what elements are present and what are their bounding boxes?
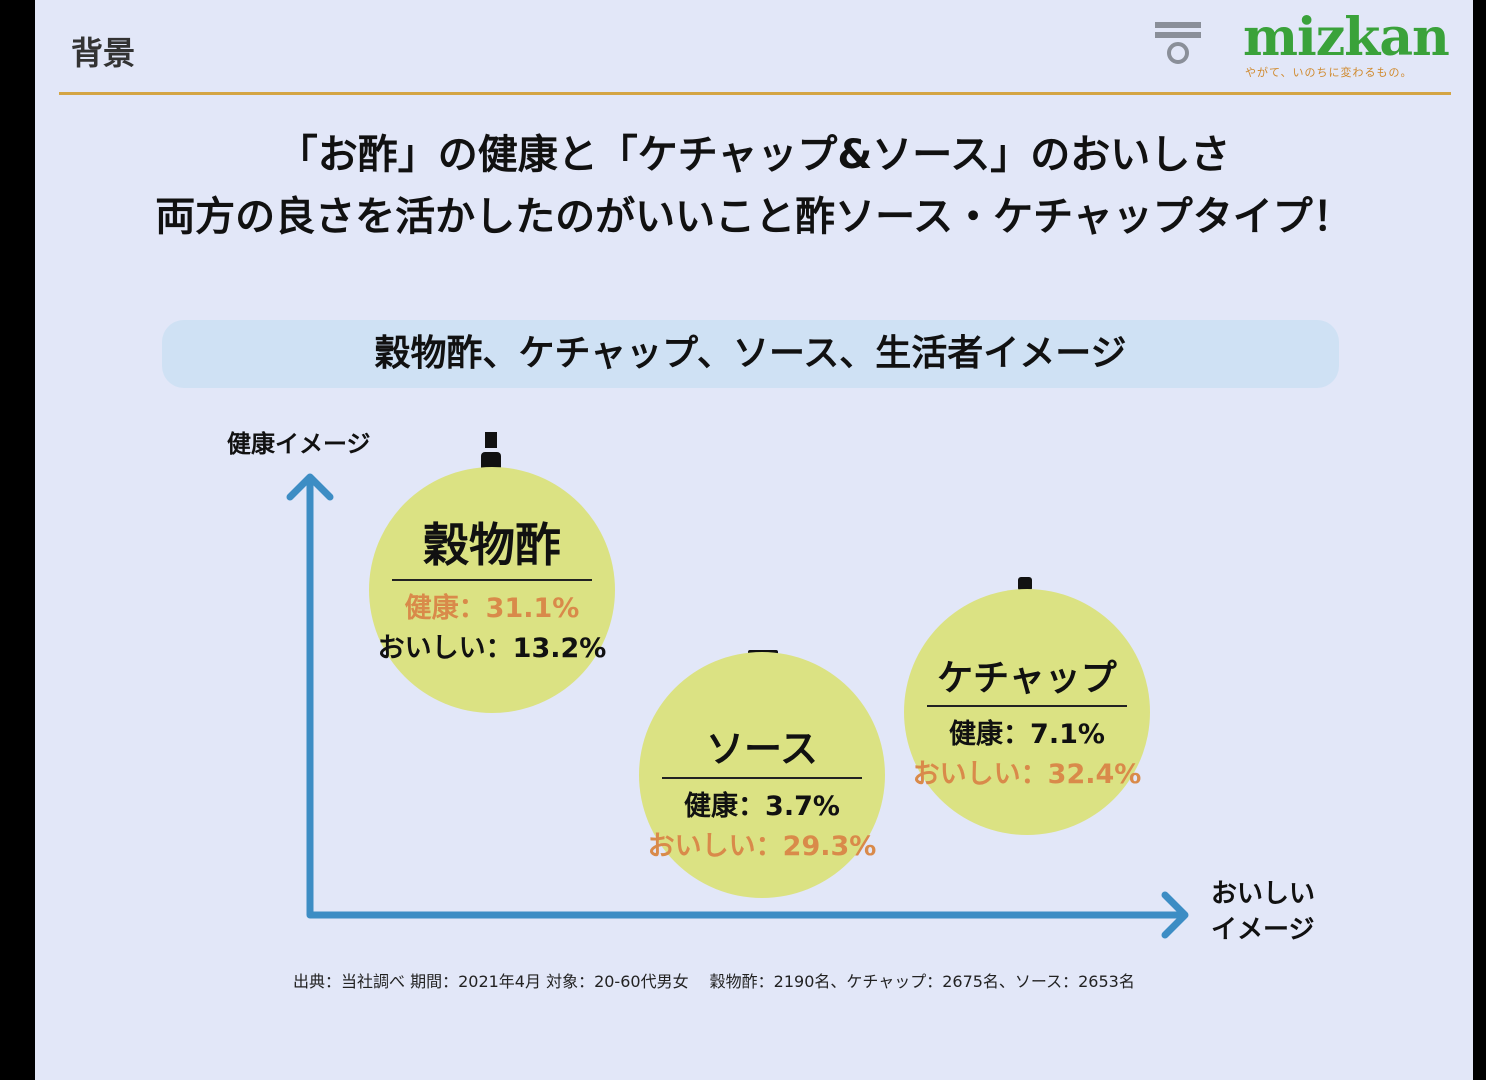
chart-banner: 穀物酢、ケチャップ、ソース、生活者イメージ — [162, 320, 1339, 388]
ketchup-bottle-icon — [1018, 577, 1032, 591]
axes — [286, 432, 1189, 939]
x-arrow-icon — [1161, 891, 1189, 939]
section-title: 背景 — [71, 34, 136, 72]
slide: 背景 mizkan やがて、いのちに変わるもの。 「お酢」の健康と「ケチャップ&… — [35, 0, 1473, 1080]
headline-line2: 両方の良さを活かしたのがいいこと酢ソース・ケチャップタイプ！ — [155, 194, 1353, 240]
logo-tagline: やがて、いのちに変わるもの。 — [1245, 66, 1413, 79]
tasty-value: おいしい：13.2% — [377, 633, 607, 664]
vinegar-bottle-icon — [485, 432, 497, 448]
x-axis-label: おいしいイメージ — [1211, 876, 1315, 948]
item-name: ソース — [705, 727, 819, 771]
bubble-sauce: ソース 健康：3.7% おいしい：29.3% — [639, 652, 885, 898]
headline-line1: 「お酢」の健康と「ケチャップ&ソース」のおいしさ — [277, 132, 1231, 178]
divider — [392, 579, 592, 581]
y-arrow-icon — [286, 473, 334, 501]
y-axis-label: 健康イメージ — [227, 430, 371, 458]
header-divider — [59, 92, 1451, 95]
axis-lines — [306, 476, 1187, 919]
footnote: 出典：当社調べ 期間：2021年4月 対象：20-60代男女 穀物酢：2190名… — [293, 972, 1135, 991]
x-axis-label-1: おいしい — [1211, 879, 1316, 909]
bubble-ketchup: ケチャップ 健康：7.1% おいしい：32.4% — [904, 589, 1150, 835]
health-value: 健康：3.7% — [684, 791, 840, 822]
health-value: 健康：31.1% — [404, 593, 580, 624]
bubble-vinegar: 穀物酢 健康：31.1% おいしい：13.2% — [369, 467, 615, 713]
divider — [927, 705, 1127, 707]
brand-mark-icon — [1155, 22, 1201, 64]
item-name: 穀物酢 — [423, 518, 561, 572]
tasty-value: おいしい：29.3% — [647, 831, 877, 862]
item-name: ケチャップ — [937, 658, 1117, 699]
x-axis-label-2: イメージ — [1211, 915, 1315, 945]
tasty-value: おいしい：32.4% — [912, 759, 1142, 790]
health-value: 健康：7.1% — [949, 719, 1105, 750]
mizkan-logo: mizkan — [1243, 7, 1450, 68]
divider — [662, 777, 862, 779]
